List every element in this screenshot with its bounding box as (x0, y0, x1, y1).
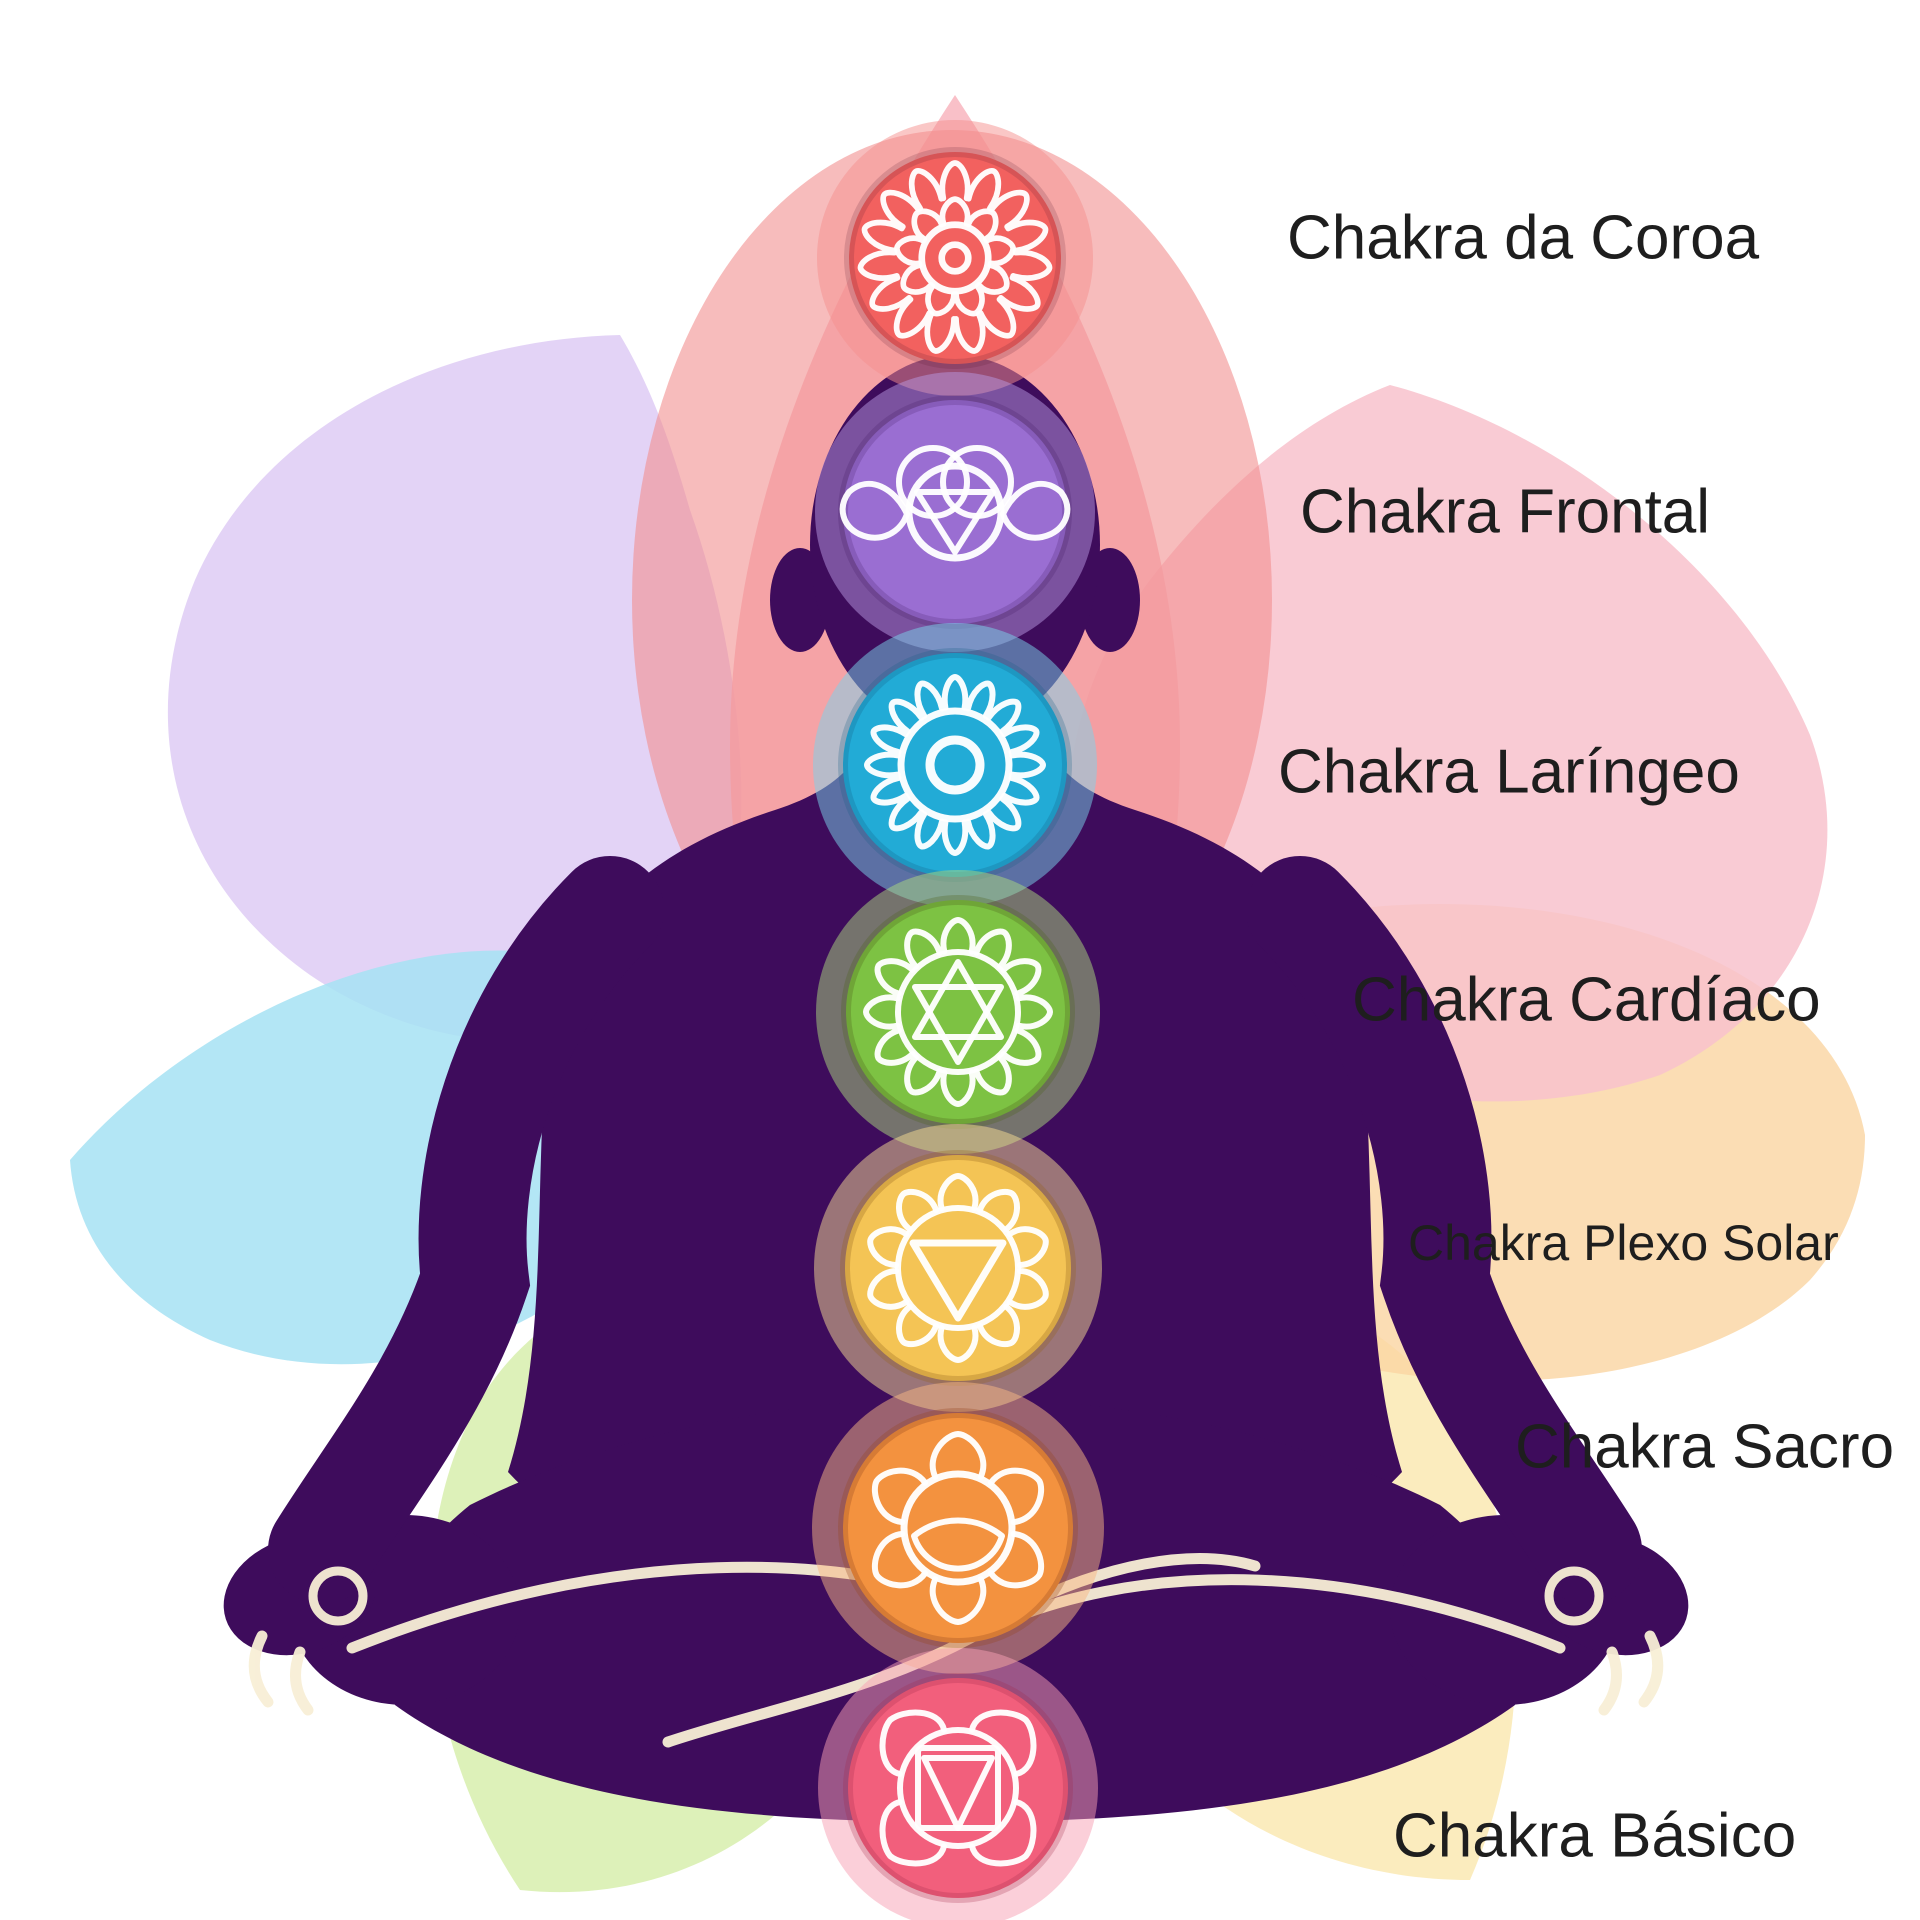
sahasrara-icon (857, 160, 1053, 354)
label-chakra-cardiaco: Chakra Cardíaco (1352, 965, 1821, 1035)
symbol-circle (925, 735, 985, 795)
ajna-icon (839, 445, 1071, 562)
chakra-heart (816, 870, 1100, 1154)
muladhara-icon (879, 1709, 1037, 1867)
downward-triangle (912, 984, 1004, 1065)
symbol-circle (938, 241, 972, 275)
symbol-circle (918, 221, 992, 295)
right-arm (1246, 856, 1642, 1604)
left-petal (839, 480, 910, 541)
symbol-circle (905, 462, 1005, 562)
chakra-third-eye-circle (838, 395, 1072, 629)
petal-ring (871, 1431, 1045, 1625)
anahata-icon (863, 917, 1053, 1107)
chakra-crown (817, 120, 1093, 396)
chakra-crown-circle (844, 147, 1066, 369)
vishuddha-icon (864, 674, 1046, 856)
symbol-circle (895, 1205, 1021, 1331)
right-finger-lines (1598, 1630, 1664, 1716)
chakra-third-eye (815, 372, 1095, 652)
chakra-throat-circle (838, 648, 1072, 882)
petal-ring (857, 160, 1053, 354)
label-chakra-frontal: Chakra Frontal (1300, 477, 1711, 547)
petal-ring (863, 917, 1053, 1107)
symbol-circle (897, 1727, 1019, 1849)
chakra-sacral-circle (838, 1408, 1078, 1648)
petal-ring (867, 1173, 1049, 1363)
svadhisthana-icon (871, 1431, 1045, 1625)
petal-ring (864, 674, 1046, 856)
label-chakra-coroa: Chakra da Coroa (1287, 203, 1760, 273)
chakra-heart-circle (841, 895, 1075, 1129)
chakra-column (812, 120, 1104, 1920)
petal-ring (879, 1709, 1037, 1867)
crescent-moon (911, 1517, 1005, 1572)
manipura-icon (867, 1173, 1049, 1363)
label-chakra-sacro: Chakra Sacro (1515, 1412, 1895, 1482)
left-mudra-circle (308, 1566, 368, 1626)
symbol-circle (897, 707, 1013, 823)
right-petal (1000, 480, 1071, 541)
upward-triangle (912, 959, 1004, 1040)
petal-ring (894, 196, 1016, 317)
chakra-solar-plexus (814, 1124, 1102, 1412)
chakra-throat (813, 623, 1097, 907)
right-mudra-circle (1544, 1566, 1604, 1626)
inverted-triangle (921, 1755, 995, 1831)
chakra-root-circle (843, 1673, 1073, 1903)
left-finger-lines (248, 1630, 314, 1716)
chakra-solar-plexus-circle (840, 1150, 1076, 1386)
label-chakra-basico: Chakra Básico (1393, 1801, 1797, 1871)
inverted-triangle (909, 1239, 1007, 1322)
chakra-sacral (812, 1382, 1104, 1674)
symbol-circle (900, 1470, 1016, 1586)
symbol-circle (895, 949, 1021, 1075)
chakra-root (818, 1648, 1098, 1920)
inverted-triangle (914, 489, 996, 555)
label-chakra-laringeo: Chakra Laríngeo (1278, 737, 1740, 807)
label-chakra-plexo-solar: Chakra Plexo Solar (1408, 1215, 1839, 1271)
left-arm (268, 856, 664, 1604)
arms (268, 856, 1642, 1604)
